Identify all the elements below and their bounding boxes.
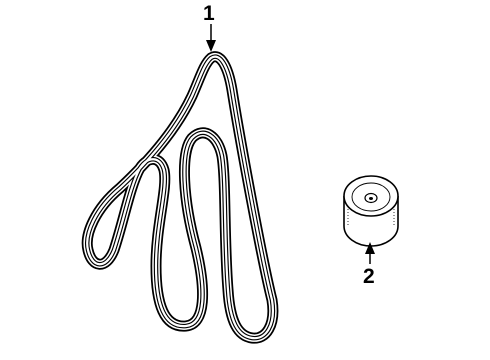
callout-number-2: 2 bbox=[363, 265, 375, 288]
idler-pulley bbox=[343, 175, 399, 247]
serpentine-belt bbox=[81, 51, 279, 344]
callout-1-leader bbox=[206, 24, 216, 52]
callout-2-leader bbox=[365, 242, 375, 264]
callout-number-1: 1 bbox=[203, 2, 215, 25]
